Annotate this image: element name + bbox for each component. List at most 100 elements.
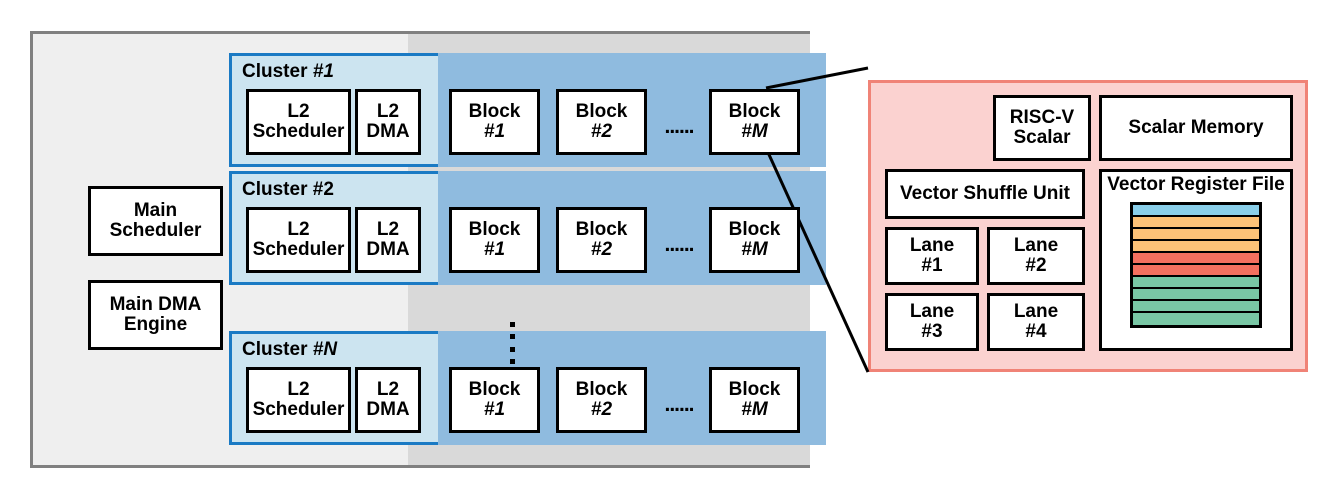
- vector-register-stripe-1: [1133, 205, 1259, 217]
- cluster-n-block-1-line2: #1: [483, 399, 506, 420]
- lane-3-line1: Lane: [909, 301, 955, 323]
- cluster-2-l2-dma: L2 DMA: [355, 207, 421, 273]
- cluster-1-block-m-line1: Block: [728, 101, 781, 123]
- scalar-memory-box: Scalar Memory: [1099, 95, 1293, 161]
- cluster-vertical-ellipsis: [509, 322, 515, 364]
- vector-register-stripe-7: [1133, 277, 1259, 289]
- cluster-2-block-ellipsis: ......: [664, 233, 694, 256]
- main-scheduler-box: Main Scheduler: [88, 186, 223, 256]
- cluster-2-l2-dma-line2: DMA: [366, 239, 410, 260]
- cluster-2-l2-scheduler-line1: L2: [287, 219, 310, 241]
- cluster-2-block-m: Block #M: [709, 207, 800, 273]
- cluster-2-label-prefix: Cluster: [242, 179, 313, 200]
- vector-register-stripe-3: [1133, 229, 1259, 241]
- cluster-2-block-1-line1: Block: [468, 219, 521, 241]
- vector-register-stripe-6: [1133, 265, 1259, 277]
- cluster-n-l2-dma-line1: L2: [376, 379, 400, 401]
- cluster-n-block-1-line1: Block: [468, 379, 521, 401]
- risc-v-line2: Scalar: [1013, 127, 1071, 148]
- ellipsis-dot: [509, 322, 515, 327]
- cluster-n-block-2: Block #2: [556, 367, 647, 433]
- vector-register-file-stack: [1130, 202, 1262, 328]
- ellipsis-dot: [509, 358, 515, 364]
- cluster-n-l2-dma-line2: DMA: [366, 399, 410, 420]
- lane-1-line1: Lane: [909, 235, 955, 257]
- lane-2-line1: Lane: [1013, 235, 1059, 257]
- cluster-1-block-1: Block #1: [449, 89, 540, 155]
- vector-register-stripe-10: [1133, 313, 1259, 325]
- vector-shuffle-unit-label: Vector Shuffle Unit: [900, 183, 1070, 205]
- cluster-1-label: Cluster #1: [242, 61, 334, 83]
- cluster-1-l2-scheduler: L2 Scheduler: [246, 89, 351, 155]
- cluster-1-block-2-line1: Block: [575, 101, 628, 123]
- cluster-2-label: Cluster #2: [242, 179, 334, 201]
- cluster-2-block-1: Block #1: [449, 207, 540, 273]
- cluster-2-block-2-line1: Block: [575, 219, 628, 241]
- cluster-n-l2-dma: L2 DMA: [355, 367, 421, 433]
- cluster-1-block-1-line1: Block: [468, 101, 521, 123]
- cluster-2-block-1-line2: #1: [483, 239, 506, 260]
- cluster-n-l2-scheduler-line2: Scheduler: [252, 399, 345, 420]
- cluster-n-l2-scheduler-line1: L2: [287, 379, 310, 401]
- cluster-1-block-m-line2: #M: [741, 121, 768, 142]
- cluster-row-1: Cluster #1 L2 Scheduler L2 DMA: [229, 53, 826, 167]
- cluster-n-block-ellipsis: ......: [664, 393, 694, 416]
- main-dma-line2: Engine: [123, 314, 188, 335]
- cluster-1-label-prefix: Cluster: [242, 61, 313, 82]
- cluster-1-l2-scheduler-line2: Scheduler: [252, 121, 345, 142]
- cluster-n-label: Cluster #N: [242, 339, 337, 361]
- cluster-1-block-2: Block #2: [556, 89, 647, 155]
- cluster-2-label-index: #2: [312, 179, 334, 200]
- vector-register-stripe-5: [1133, 253, 1259, 265]
- scalar-memory-label: Scalar Memory: [1128, 117, 1264, 139]
- lane-4-box: Lane #4: [987, 293, 1085, 351]
- cluster-1-l2-dma-line2: DMA: [366, 121, 410, 142]
- lane-2-box: Lane #2: [987, 227, 1085, 285]
- risc-v-scalar-box: RISC-V Scalar: [993, 95, 1091, 161]
- cluster-1-l2-dma: L2 DMA: [355, 89, 421, 155]
- main-dma-line1: Main DMA: [109, 294, 202, 316]
- cluster-n-block-m-line2: #M: [741, 399, 768, 420]
- cluster-2-l2-scheduler: L2 Scheduler: [246, 207, 351, 273]
- cluster-2-block-m-line2: #M: [741, 239, 768, 260]
- vector-register-stripe-4: [1133, 241, 1259, 253]
- vector-shuffle-unit-box: Vector Shuffle Unit: [885, 169, 1085, 219]
- lane-4-line1: Lane: [1013, 301, 1059, 323]
- lane-1-box: Lane #1: [885, 227, 979, 285]
- cluster-1-block-2-line2: #2: [590, 121, 613, 142]
- cluster-n-l2-scheduler: L2 Scheduler: [246, 367, 351, 433]
- cluster-row-n: Cluster #N L2 Scheduler L2 DMA: [229, 331, 826, 445]
- main-dma-engine-box: Main DMA Engine: [88, 280, 223, 350]
- chip-container: Main Scheduler Main DMA Engine Cluster #…: [30, 31, 826, 468]
- cluster-n-block-2-line1: Block: [575, 379, 628, 401]
- cluster-1-block-ellipsis: ......: [664, 115, 694, 138]
- cluster-n-block-m-line1: Block: [728, 379, 781, 401]
- ellipsis-dot: [509, 346, 515, 352]
- cluster-n-block-2-line2: #2: [590, 399, 613, 420]
- cluster-2-l2-dma-line1: L2: [376, 219, 400, 241]
- vector-register-stripe-8: [1133, 289, 1259, 301]
- lane-1-line2: #1: [921, 255, 943, 276]
- cluster-1-l2-dma-line1: L2: [376, 101, 400, 123]
- cluster-n-block-1: Block #1: [449, 367, 540, 433]
- cluster-row-2: Cluster #2 L2 Scheduler L2 DMA: [229, 171, 826, 285]
- vector-register-file-label: Vector Register File: [1107, 174, 1285, 195]
- vector-register-file-box: Vector Register File: [1099, 169, 1293, 351]
- cluster-n-label-index: #N: [312, 339, 338, 360]
- cluster-n-block-m: Block #M: [709, 367, 800, 433]
- main-scheduler-line1: Main: [133, 200, 178, 222]
- cluster-1-l2-scheduler-line1: L2: [287, 101, 310, 123]
- lane-3-line2: #3: [921, 321, 943, 342]
- block-detail-panel: RISC-V Scalar Scalar Memory Vector Shuff…: [868, 80, 1308, 372]
- cluster-2-l2-scheduler-line2: Scheduler: [252, 239, 345, 260]
- risc-v-line1: RISC-V: [1009, 107, 1075, 129]
- ellipsis-dot: [509, 334, 515, 340]
- cluster-1-label-index: #1: [312, 61, 334, 82]
- cluster-1-block-m: Block #M: [709, 89, 800, 155]
- lane-2-line2: #2: [1025, 255, 1047, 276]
- lane-3-box: Lane #3: [885, 293, 979, 351]
- cluster-2-block-2-line2: #2: [590, 239, 613, 260]
- vector-register-stripe-9: [1133, 301, 1259, 313]
- vector-register-stripe-2: [1133, 217, 1259, 229]
